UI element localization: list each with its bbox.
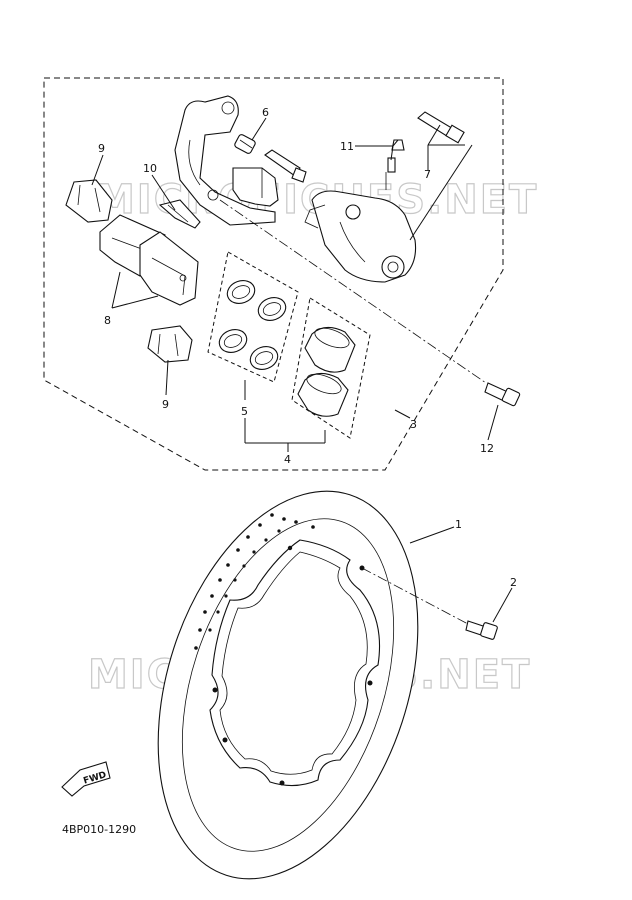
callout-8: 8 [104, 314, 111, 327]
pad-spring-lower [147, 325, 193, 363]
piston-kit-4 [291, 297, 371, 439]
guide-pin-6 [234, 134, 256, 154]
callout-9-lower: 9 [162, 398, 169, 411]
leader-lines-disc [361, 526, 513, 625]
caliper-bracket [174, 95, 276, 226]
pad-spring-upper [65, 179, 113, 223]
caliper-bolt-12 [484, 382, 521, 407]
leader-lines-caliper [91, 117, 499, 452]
callout-4: 4 [284, 453, 291, 466]
disc-holes [194, 513, 373, 786]
fwd-arrow-icon: FWD [61, 761, 111, 797]
pad-clip-10 [158, 199, 201, 229]
callout-10: 10 [143, 162, 157, 175]
caliper-assembly-boundary [43, 77, 504, 471]
callout-1: 1 [455, 518, 462, 531]
caliper-body [304, 190, 417, 283]
callout-12: 12 [480, 442, 494, 455]
callout-11: 11 [340, 140, 354, 153]
caliper-pin [264, 149, 307, 183]
callout-5: 5 [241, 405, 248, 418]
slide-bolt-7 [417, 111, 465, 144]
callout-2: 2 [510, 576, 517, 589]
pad-support-spring [232, 167, 279, 207]
callout-3: 3 [410, 418, 417, 431]
disc-bolt-2 [465, 620, 498, 640]
callout-7: 7 [424, 168, 431, 181]
seal-kit-5 [207, 251, 299, 383]
callout-6: 6 [262, 106, 269, 119]
diagram-code: 4BP010-1290 [62, 823, 136, 836]
callout-9-upper: 9 [98, 142, 105, 155]
brake-pad-right [139, 231, 199, 306]
brake-disc [157, 490, 419, 880]
